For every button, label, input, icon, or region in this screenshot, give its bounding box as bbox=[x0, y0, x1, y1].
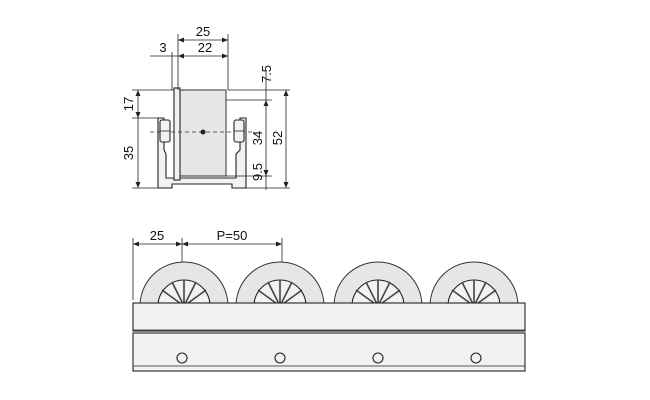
side-flange bbox=[173, 87, 181, 181]
dim-lower-height: 35 bbox=[121, 146, 136, 160]
dim-overall-height: 52 bbox=[270, 131, 285, 145]
dim-bottom-gap: 9.5 bbox=[250, 163, 265, 181]
mounting-hole bbox=[274, 352, 286, 364]
dim-overall-width: 25 bbox=[196, 24, 210, 39]
dim-left-offset: 3 bbox=[159, 40, 166, 55]
dim-wheel-width: 22 bbox=[198, 40, 212, 55]
wheel bbox=[429, 261, 519, 307]
side-axle bbox=[200, 129, 206, 135]
mounting-hole bbox=[176, 352, 188, 364]
dim-first-offset: 25 bbox=[150, 228, 164, 243]
mounting-hole bbox=[372, 352, 384, 364]
wheel bbox=[139, 261, 229, 307]
wheel bbox=[333, 261, 423, 307]
side-view: 25 3 22 7.5 34 9.5 52 17 bbox=[121, 24, 290, 190]
rail-bottom bbox=[132, 332, 526, 372]
rail-top bbox=[132, 302, 526, 332]
mounting-hole bbox=[470, 352, 482, 364]
front-view: 25 P=50 bbox=[132, 228, 526, 372]
dim-pitch: P=50 bbox=[217, 228, 248, 243]
wheel bbox=[235, 261, 325, 307]
dim-top-gap: 7.5 bbox=[259, 65, 274, 83]
dim-upper-height: 17 bbox=[121, 97, 136, 111]
side-channel bbox=[157, 117, 247, 189]
dim-wheel-dia: 34 bbox=[250, 131, 265, 145]
